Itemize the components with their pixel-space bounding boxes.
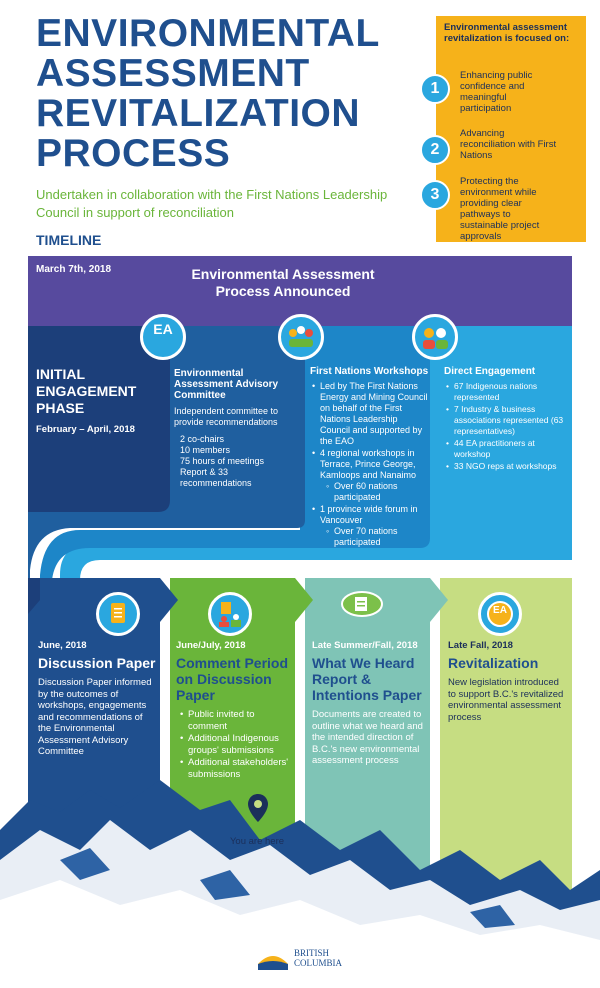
section-comment-period: June/July, 2018 Comment Period on Discus… [176,640,294,781]
number-1-badge: 1 [420,74,450,104]
timeline-label: TIMELINE [36,232,102,248]
logo-line-2: COLUMBIA [294,958,343,968]
ea-icon: EA [140,314,186,360]
title-line-3: REVITALIZATION [36,92,361,135]
committee-intro: Independent committee to provide recomme… [174,406,279,427]
column-1-bg [28,578,160,830]
focus-heading: Environmental assessment revitalization … [444,22,570,44]
logo-line-1: BRITISH [294,948,330,958]
phase-date: February – April, 2018 [36,424,135,435]
section-1-text: Discussion Paper informed by the outcome… [38,677,152,757]
section-1-title: Discussion Paper [38,655,156,671]
bc-sun-icon [258,956,288,970]
people-talking-icon [412,314,458,360]
section-4-text: New legislation introduced to support B.… [448,677,564,723]
workshops-title: First Nations Workshops [310,366,429,377]
section-3-title: What We Heard Report & Intentions Paper [312,655,422,703]
ea-badge-icon: EA [478,592,522,636]
section-discussion-paper: June, 2018 Discussion Paper Discussion P… [38,640,156,758]
committee-column: Environmental Assessment Advisory Commit… [174,368,298,489]
direct-list: 67 Indigenous nations represented 7 Indu… [444,381,568,472]
column-3-bg [305,578,430,900]
document-icon [96,592,140,636]
title-line-1: ENVIRONMENTAL [36,12,380,55]
workshops-list: Led by The First Nations Energy and Mini… [310,381,430,548]
subtitle: Undertaken in collaboration with the Fir… [36,187,388,220]
phase-label: INITIAL ENGAGEMENT PHASE [36,366,137,416]
page-title: ENVIRONMENTAL ASSESSMENT REVITALIZATION … [36,14,416,174]
focus-item-3: Protecting the environment while providi… [460,176,540,242]
section-revitalization: Late Fall, 2018 Revitalization New legis… [448,640,568,723]
number-3-badge: 3 [420,180,450,210]
section-what-we-heard: Late Summer/Fall, 2018 What We Heard Rep… [312,640,428,767]
announce-title: Environmental Assessment Process Announc… [191,266,375,299]
number-2-badge: 2 [420,135,450,165]
focus-box [436,16,586,242]
workshops-column: First Nations Workshops Led by The First… [310,366,430,549]
direct-title: Direct Engagement [444,366,536,377]
announce-date: March 7th, 2018 [36,264,112,275]
british-columbia-logo: BRITISH COLUMBIA [256,944,356,976]
section-2-title: Comment Period on Discussion Paper [176,655,289,703]
committee-list: 2 co-chairs 10 members 75 hours of meeti… [180,434,265,488]
section-2-list: Public invited to comment Additional Ind… [176,709,294,780]
comment-people-icon [208,592,252,636]
focus-item-1: Enhancing public confidence and meaningf… [460,70,533,114]
location-pin-icon [246,792,270,831]
phase-band [28,326,170,512]
committee-title: Environmental Assessment Advisory Commit… [174,368,279,401]
section-1-date: June, 2018 [38,640,87,651]
column-4-bg [440,578,572,900]
group-people-icon [278,314,324,360]
title-line-2: ASSESSMENT [36,52,310,95]
section-2-date: June/July, 2018 [176,640,246,651]
direct-engagement-band [60,326,572,600]
title-line-4: PROCESS [36,132,231,175]
section-3-text: Documents are created to outline what we… [312,709,423,766]
section-3-date: Late Summer/Fall, 2018 [312,640,418,651]
direct-engagement-column: Direct Engagement 67 Indigenous nations … [444,366,568,473]
section-4-title: Revitalization [448,655,539,671]
you-are-here-label: You are here [229,836,285,847]
section-4-date: Late Fall, 2018 [448,640,513,651]
speech-bubble-icon [340,590,384,631]
focus-item-2: Advancing reconciliation with First Nati… [460,128,557,161]
